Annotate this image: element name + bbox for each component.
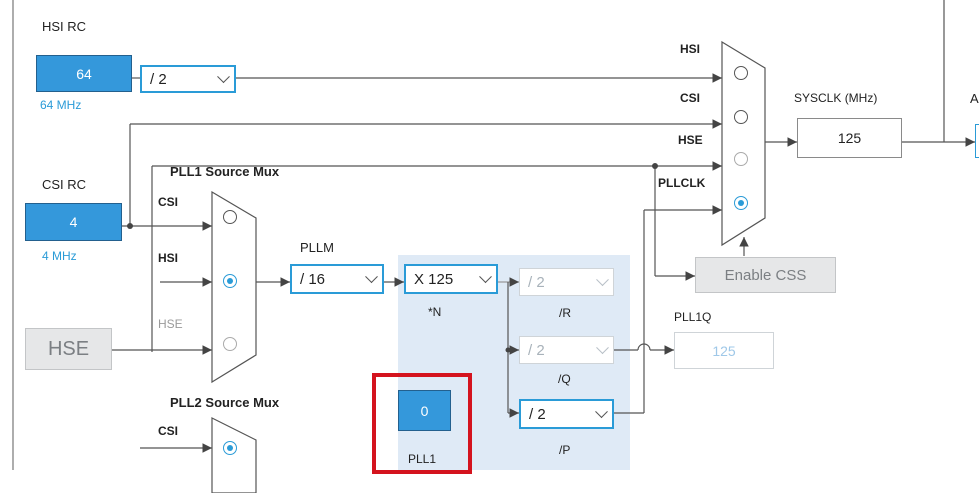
- csi-rc-freq: 4 MHz: [42, 249, 77, 263]
- chevron-down-icon: [365, 270, 378, 284]
- chevron-down-icon: [595, 405, 608, 419]
- pllm-value: / 16: [300, 270, 326, 288]
- pll1-p-value: / 2: [529, 405, 546, 423]
- hsi-divider-value: / 2: [150, 70, 167, 88]
- pll1-mux-radio-hsi[interactable]: [223, 274, 237, 288]
- pll1-q-label: /Q: [558, 372, 571, 386]
- hsi-rc-freq: 64 MHz: [40, 98, 82, 112]
- sysmux-input-hse: HSE: [678, 133, 703, 147]
- pll2-mux-radio-csi[interactable]: [223, 441, 237, 455]
- pll1-label: PLL1: [408, 452, 437, 466]
- highlight-box: [372, 373, 472, 474]
- csi-rc-value[interactable]: 4: [25, 203, 122, 241]
- pll1-mux-input-csi: CSI: [158, 195, 179, 209]
- hsi-divider-select[interactable]: / 2: [140, 65, 236, 93]
- sysclk-value: 125: [797, 118, 902, 158]
- chevron-down-icon: [596, 273, 609, 287]
- pll1-q-select[interactable]: / 2: [519, 336, 614, 364]
- pll2-source-mux-shape: [211, 417, 257, 493]
- pllm-select[interactable]: / 16: [290, 264, 384, 294]
- pll1-n-value: X 125: [414, 270, 454, 288]
- pll1-mux-radio-csi[interactable]: [223, 210, 237, 224]
- sysmux-radio-csi[interactable]: [734, 110, 748, 124]
- sysmux-radio-hse[interactable]: [734, 152, 748, 166]
- hsi-rc-value[interactable]: 64: [36, 55, 132, 92]
- enable-css-button[interactable]: Enable CSS: [695, 257, 836, 293]
- pll2-mux-input-csi: CSI: [158, 424, 179, 438]
- pll1-n-select[interactable]: X 125: [404, 264, 498, 294]
- system-clock-mux-shape: [721, 40, 766, 247]
- chevron-down-icon: [596, 341, 609, 355]
- pll1-source-mux-shape: [211, 190, 257, 384]
- pll2-source-mux-title: PLL2 Source Mux: [170, 395, 280, 410]
- sysmux-input-csi: CSI: [680, 91, 701, 105]
- pll1-source-mux-title: PLL1 Source Mux: [170, 164, 280, 179]
- pll1-p-select[interactable]: / 2: [519, 399, 614, 429]
- pll1-p-label: /P: [559, 443, 571, 457]
- sysmux-input-hsi: HSI: [680, 42, 701, 56]
- pll1-r-select[interactable]: / 2: [519, 268, 614, 296]
- right-edge-box: [975, 124, 979, 158]
- hse-source-box[interactable]: HSE: [25, 328, 112, 370]
- pll1-mux-radio-hse[interactable]: [223, 337, 237, 351]
- right-edge-label: A: [970, 91, 979, 106]
- pll1q-title: PLL1Q: [674, 310, 712, 324]
- sysclk-title: SYSCLK (MHz): [794, 91, 878, 105]
- pll1-n-label: *N: [428, 305, 442, 319]
- sysmux-radio-hsi[interactable]: [734, 66, 748, 80]
- pll1-q-value: / 2: [528, 341, 545, 359]
- pllm-title: PLLM: [300, 240, 334, 255]
- pll1-r-value: / 2: [528, 273, 545, 291]
- pll1-frac-value[interactable]: 0: [398, 390, 451, 431]
- pll1-mux-input-hse: HSE: [158, 317, 183, 331]
- sysmux-input-pllclk: PLLCLK: [658, 176, 706, 190]
- pll1-mux-input-hsi: HSI: [158, 251, 179, 265]
- hsi-rc-title: HSI RC: [42, 19, 87, 34]
- sysmux-radio-pllclk[interactable]: [734, 196, 748, 210]
- chevron-down-icon: [217, 70, 230, 84]
- chevron-down-icon: [479, 270, 492, 284]
- pll1q-value: 125: [674, 332, 774, 369]
- pll1-r-label: /R: [559, 306, 571, 320]
- csi-rc-title: CSI RC: [42, 177, 87, 192]
